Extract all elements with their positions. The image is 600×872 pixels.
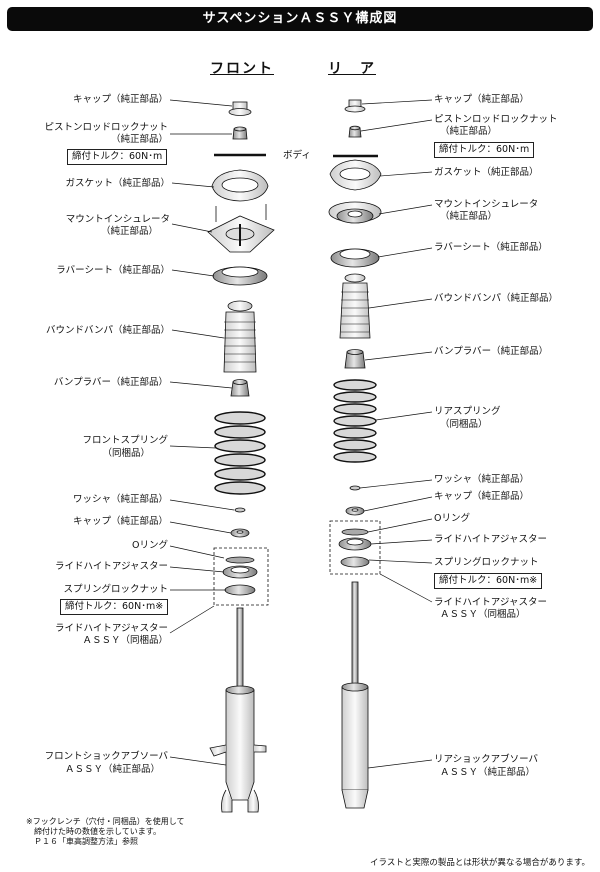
rear-cap2-label: キャップ（純正部品）: [434, 491, 530, 502]
front-bump-rubber: [230, 379, 250, 397]
rear-lock-nut-label: スプリングロックナット: [434, 557, 539, 568]
front-shock-sub-label: ＡＳＳＹ（純正部品）: [64, 764, 160, 775]
front-gasket: [211, 169, 269, 202]
front-bound-bumper: [223, 300, 257, 373]
rear-rubber-seat-label: ラバーシート（純正部品）: [434, 242, 548, 253]
front-ride-height-adjuster: [222, 556, 258, 596]
rear-shock-absorber: [341, 581, 369, 809]
rear-piston-nut: [348, 125, 362, 138]
front-piston-nut-sub-label: （純正部品）: [110, 134, 168, 145]
front-cap-2: [230, 528, 250, 538]
front-assy-sub-label: ＡＳＳＹ（同梱品）: [82, 635, 168, 646]
rear-bump-rubber-label: バンプラバー（純正部品）: [434, 346, 549, 357]
rear-spring: [333, 379, 377, 463]
rear-assy-sub-label: ＡＳＳＹ（同梱品）: [440, 609, 526, 620]
front-washer-label: ワッシャ（純正部品）: [72, 494, 168, 505]
front-piston-nut: [232, 126, 248, 140]
footnote: ※フックレンチ（穴付・同梱品）を使用して 締付けた時の数値を示しています。 Ｐ１…: [26, 817, 184, 847]
front-spring-sub-label: （同梱品）: [102, 448, 150, 459]
rear-bump-rubber: [344, 349, 366, 369]
front-torque-lock: 締付トルク：60N･m※: [60, 599, 169, 615]
rear-torque-lock: 締付トルク：60N･m※: [434, 573, 543, 589]
front-shock-absorber: [209, 607, 267, 813]
rear-piston-nut-sub-label: （純正部品）: [440, 126, 498, 137]
rear-mount-label: マウントインシュレータ: [434, 199, 539, 210]
rear-adjuster-label: ライドハイトアジャスター: [434, 534, 547, 545]
body-label: ボディ: [283, 150, 311, 161]
diagram-title: サスペンションＡＳＳＹ構成図: [7, 7, 593, 31]
front-cap-label: キャップ（純正部品）: [72, 94, 168, 105]
front-shock-label: フロントショックアブソーバ: [44, 751, 168, 762]
rear-header: リ ア: [328, 61, 376, 77]
rear-gasket: [329, 159, 382, 191]
rear-shock-sub-label: ＡＳＳＹ（純正部品）: [440, 767, 536, 778]
rear-assy-label: ライドハイトアジャスター: [434, 597, 547, 608]
front-cap2-label: キャップ（純正部品）: [72, 516, 168, 527]
front-mount-insulator: [207, 204, 275, 253]
rear-washer: [349, 485, 361, 491]
front-cap: [228, 101, 252, 116]
front-spring-label: フロントスプリング: [82, 435, 168, 446]
front-oring-label: Oリング: [132, 540, 168, 551]
front-torque-piston: 締付トルク：60N･m: [67, 149, 168, 165]
front-rubber-seat-label: ラバーシート（純正部品）: [56, 265, 170, 276]
rear-rubber-seat: [330, 248, 380, 268]
rear-mount-insulator: [328, 201, 382, 224]
rear-shock-label: リアショックアブソーバ: [434, 754, 539, 765]
front-mount-label: マウントインシュレータ: [65, 214, 170, 225]
rear-mount-sub-label: （純正部品）: [440, 211, 498, 222]
front-adjuster-box: [213, 547, 269, 606]
front-piston-nut-label: ピストンロッドロックナット: [44, 122, 168, 133]
footnote-line-2: 締付けた時の数値を示しています。: [34, 827, 161, 836]
rear-torque-piston: 締付トルク：60N･m: [434, 142, 535, 158]
rear-piston-nut-label: ピストンロッドロックナット: [434, 114, 558, 125]
rear-adjuster-box: [329, 520, 381, 575]
rear-spring-label: リアスプリング: [434, 406, 501, 417]
front-bound-bumper-label: バウンドバンパ（純正部品）: [46, 325, 170, 336]
front-lock-nut-label: スプリングロックナット: [63, 584, 168, 595]
front-assy-label: ライドハイトアジャスター: [55, 623, 168, 634]
footnote-line-3: Ｐ１６「車高調整方法」参照: [34, 837, 138, 846]
front-washer: [234, 507, 246, 513]
rear-cap-label: キャップ（純正部品）: [434, 94, 530, 105]
front-rubber-seat: [212, 266, 268, 286]
rear-ride-height-adjuster: [338, 528, 372, 568]
front-bump-rubber-label: バンプラバー（純正部品）: [53, 377, 168, 388]
footnote-line-1: ※フックレンチ（穴付・同梱品）を使用して: [26, 817, 185, 826]
front-mount-sub-label: （純正部品）: [100, 226, 158, 237]
rear-cap: [344, 99, 366, 113]
rear-cap-2: [345, 506, 365, 516]
front-gasket-label: ガスケット（純正部品）: [65, 178, 170, 189]
front-header: フロント: [210, 61, 274, 77]
rear-bound-bumper: [339, 273, 371, 339]
front-adjuster-label: ライドハイトアジャスター: [55, 561, 168, 572]
rear-oring-label: Oリング: [434, 513, 470, 524]
rear-spring-sub-label: （同梱品）: [440, 419, 488, 430]
rear-bound-bumper-label: バウンドバンパ（純正部品）: [434, 293, 558, 304]
front-spring: [214, 411, 266, 495]
disclaimer: イラストと実際の製品とは形状が異なる場合があります。: [370, 858, 590, 868]
rear-gasket-label: ガスケット（純正部品）: [434, 167, 539, 178]
rear-washer-label: ワッシャ（純正部品）: [434, 474, 530, 485]
